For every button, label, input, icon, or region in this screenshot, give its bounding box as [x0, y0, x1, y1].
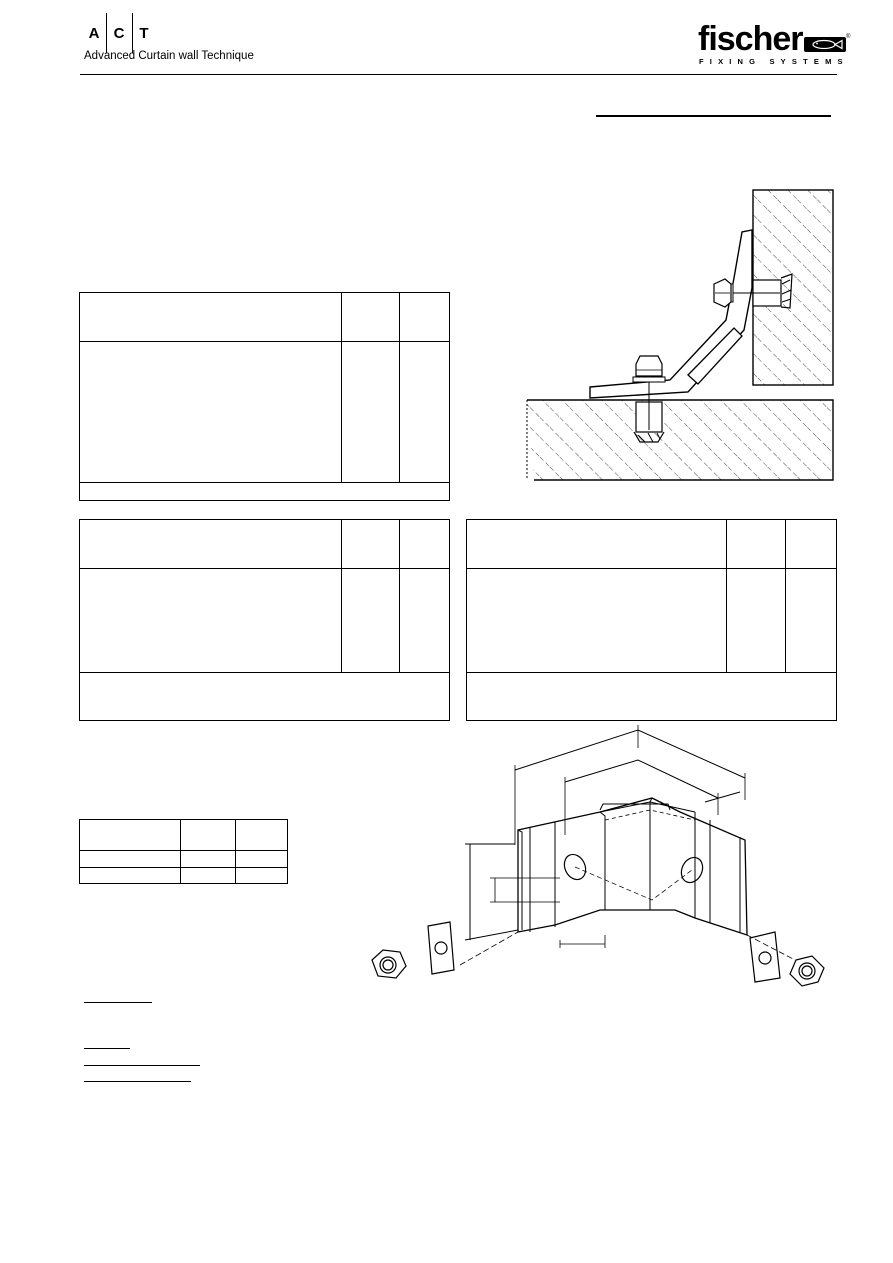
underline-2: [84, 1048, 130, 1049]
dimension-table-header-rule: [80, 850, 287, 851]
act-subtitle: Advanced Curtain wall Technique: [84, 50, 254, 62]
underline-1: [84, 1002, 152, 1003]
table-1-col-divider-1: [341, 293, 342, 482]
header-rule: [80, 74, 837, 75]
dimension-table-col-divider-2: [235, 820, 236, 883]
table-3-col-divider-2: [785, 520, 786, 672]
act-divider-1: [106, 13, 107, 53]
isometric-angle-bracket-drawing-icon: [371, 725, 825, 987]
underline-3: [84, 1065, 200, 1066]
registered-mark-icon: ®: [846, 34, 851, 40]
load-table-3: [466, 519, 837, 721]
table-1-footer-rule: [80, 482, 449, 483]
fischer-logo-wordmark: fischer: [698, 20, 803, 58]
table-3-col-divider-1: [726, 520, 727, 672]
fischer-logo-tagline: FIXING SYSTEMS: [699, 57, 849, 66]
act-letter-c: C: [113, 25, 125, 42]
table-2-header-rule: [80, 568, 449, 569]
act-divider-2: [132, 13, 133, 53]
title-underline: [596, 115, 831, 117]
load-table-1: [79, 292, 450, 501]
dimension-table-col-divider-1: [180, 820, 181, 883]
underline-4: [84, 1081, 191, 1082]
load-table-2: [79, 519, 450, 721]
fischer-fish-logo-icon: [804, 37, 846, 52]
section-drawing-anchored-bracket-icon: [526, 189, 834, 481]
act-letter-t: T: [139, 25, 149, 42]
table-2-footer-rule: [80, 672, 449, 673]
table-1-col-divider-2: [399, 293, 400, 482]
table-3-header-rule: [467, 568, 836, 569]
table-1-header-rule: [80, 341, 449, 342]
table-2-col-divider-2: [399, 520, 400, 672]
dimension-table-row-rule: [80, 867, 287, 868]
act-letter-a: A: [88, 25, 100, 42]
dimension-table: [79, 819, 288, 884]
table-2-col-divider-1: [341, 520, 342, 672]
table-3-footer-rule: [467, 672, 836, 673]
